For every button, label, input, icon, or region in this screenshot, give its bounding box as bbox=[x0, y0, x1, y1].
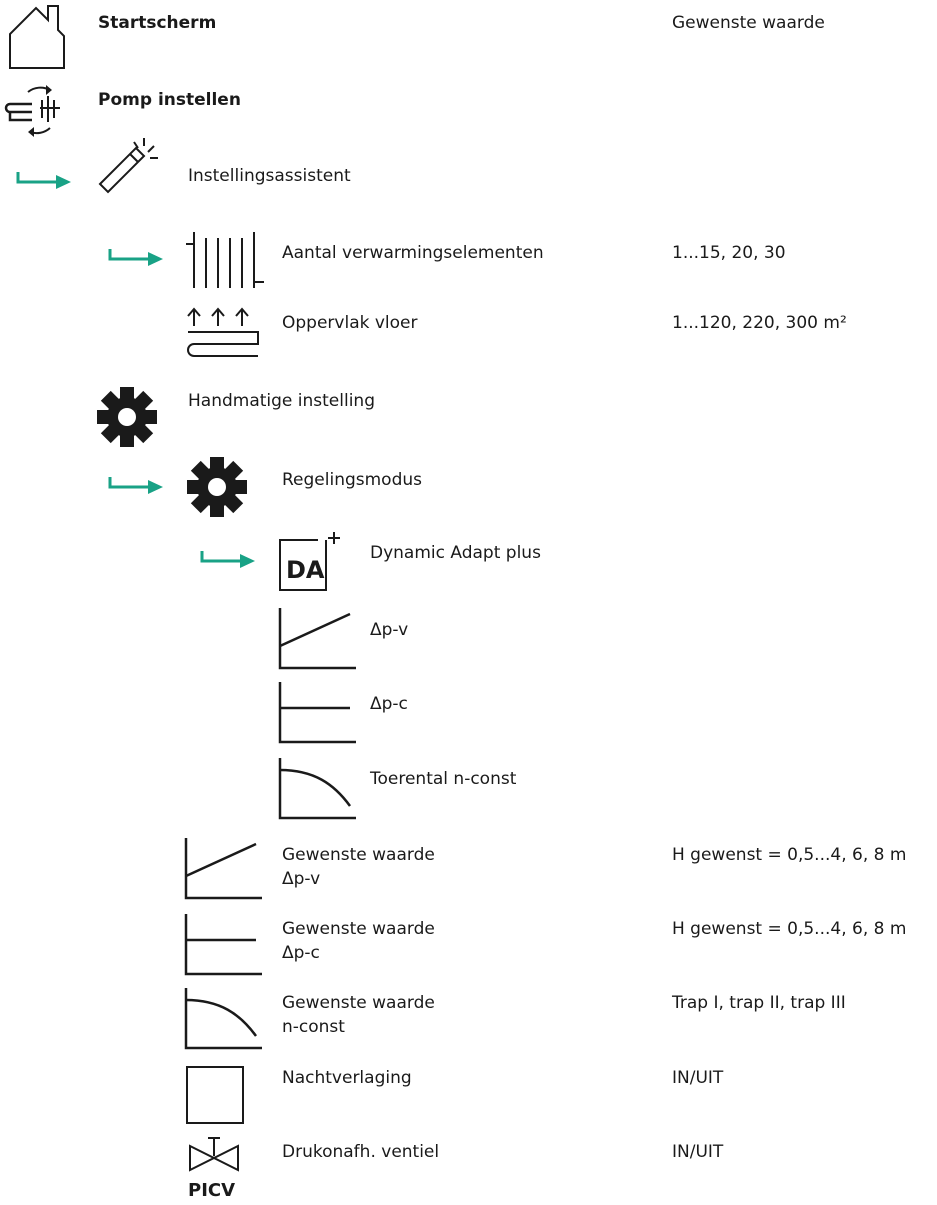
arrow-right-icon bbox=[108, 477, 164, 494]
magic-wand-icon bbox=[96, 136, 164, 196]
house-icon bbox=[8, 4, 68, 70]
n-const-curve-icon bbox=[278, 758, 358, 820]
menu-item-handmatige-instelling[interactable]: Handmatige instelling bbox=[188, 391, 375, 411]
floor-value: 1...120, 220, 300 m² bbox=[672, 313, 847, 333]
setpoint-n-const-label[interactable]: Gewenste waarde n-const bbox=[282, 991, 435, 1039]
moon-icon bbox=[186, 1066, 244, 1124]
setpoint-dp-v-label[interactable]: Gewenste waarde Δp-v bbox=[282, 843, 435, 891]
menu-item-instellingsassistent[interactable]: Instellingsassistent bbox=[188, 166, 351, 186]
mode-dp-v[interactable]: Δp-v bbox=[370, 620, 409, 640]
svg-text:DA: DA bbox=[286, 556, 325, 584]
menu-item-radiators[interactable]: Aantal verwarmingselementen bbox=[282, 243, 544, 263]
section-title-pomp: Pomp instellen bbox=[98, 90, 241, 110]
mode-dynamic-adapt[interactable]: Dynamic Adapt plus bbox=[370, 543, 541, 563]
arrow-right-icon bbox=[200, 551, 256, 568]
setpoint-label-line2: Δp-v bbox=[282, 869, 321, 889]
setpoint-dp-v-value: H gewenst = 0,5...4, 6, 8 m bbox=[672, 845, 907, 865]
mode-n-const[interactable]: Toerental n-const bbox=[370, 769, 517, 789]
menu-item-nachtverlaging[interactable]: Nachtverlaging bbox=[282, 1068, 412, 1088]
menu-item-floor[interactable]: Oppervlak vloer bbox=[282, 313, 418, 333]
setpoint-n-const-value: Trap I, trap II, trap III bbox=[672, 993, 846, 1013]
arrow-right-icon bbox=[108, 249, 164, 266]
dp-v-curve-icon bbox=[184, 838, 264, 900]
setpoint-label-line1: Gewenste waarde bbox=[282, 993, 435, 1013]
radiator-icon bbox=[184, 230, 264, 290]
dp-c-curve-icon bbox=[278, 682, 358, 744]
arrow-right-icon bbox=[16, 172, 72, 189]
dp-c-curve-icon bbox=[184, 914, 264, 976]
dynamic-adapt-icon: DA bbox=[278, 530, 344, 592]
value-column-header: Gewenste waarde bbox=[672, 13, 825, 33]
menu-item-regelingsmodus[interactable]: Regelingsmodus bbox=[282, 470, 423, 490]
valve-icon: PICV bbox=[186, 1136, 246, 1201]
mode-dp-c[interactable]: Δp-c bbox=[370, 694, 408, 714]
setpoint-label-line1: Gewenste waarde bbox=[282, 919, 435, 939]
valve-icon-label: PICV bbox=[188, 1180, 235, 1201]
setpoint-label-line1: Gewenste waarde bbox=[282, 845, 435, 865]
page-title: Startscherm bbox=[98, 13, 217, 33]
floor-heating-icon bbox=[186, 306, 260, 358]
gear-icon bbox=[96, 386, 158, 448]
setpoint-label-line2: Δp-c bbox=[282, 943, 320, 963]
menu-item-ventiel[interactable]: Drukonafh. ventiel bbox=[282, 1142, 440, 1162]
setpoint-dp-c-label[interactable]: Gewenste waarde Δp-c bbox=[282, 917, 435, 965]
n-const-curve-icon bbox=[184, 988, 264, 1050]
pump-settings-icon bbox=[4, 82, 76, 142]
radiators-value: 1...15, 20, 30 bbox=[672, 243, 786, 263]
setpoint-label-line2: n-const bbox=[282, 1017, 345, 1037]
setpoint-dp-c-value: H gewenst = 0,5...4, 6, 8 m bbox=[672, 919, 907, 939]
gear-icon bbox=[186, 456, 248, 518]
dp-v-curve-icon bbox=[278, 608, 358, 670]
ventiel-value: IN/UIT bbox=[672, 1142, 724, 1162]
nachtverlaging-value: IN/UIT bbox=[672, 1068, 724, 1088]
